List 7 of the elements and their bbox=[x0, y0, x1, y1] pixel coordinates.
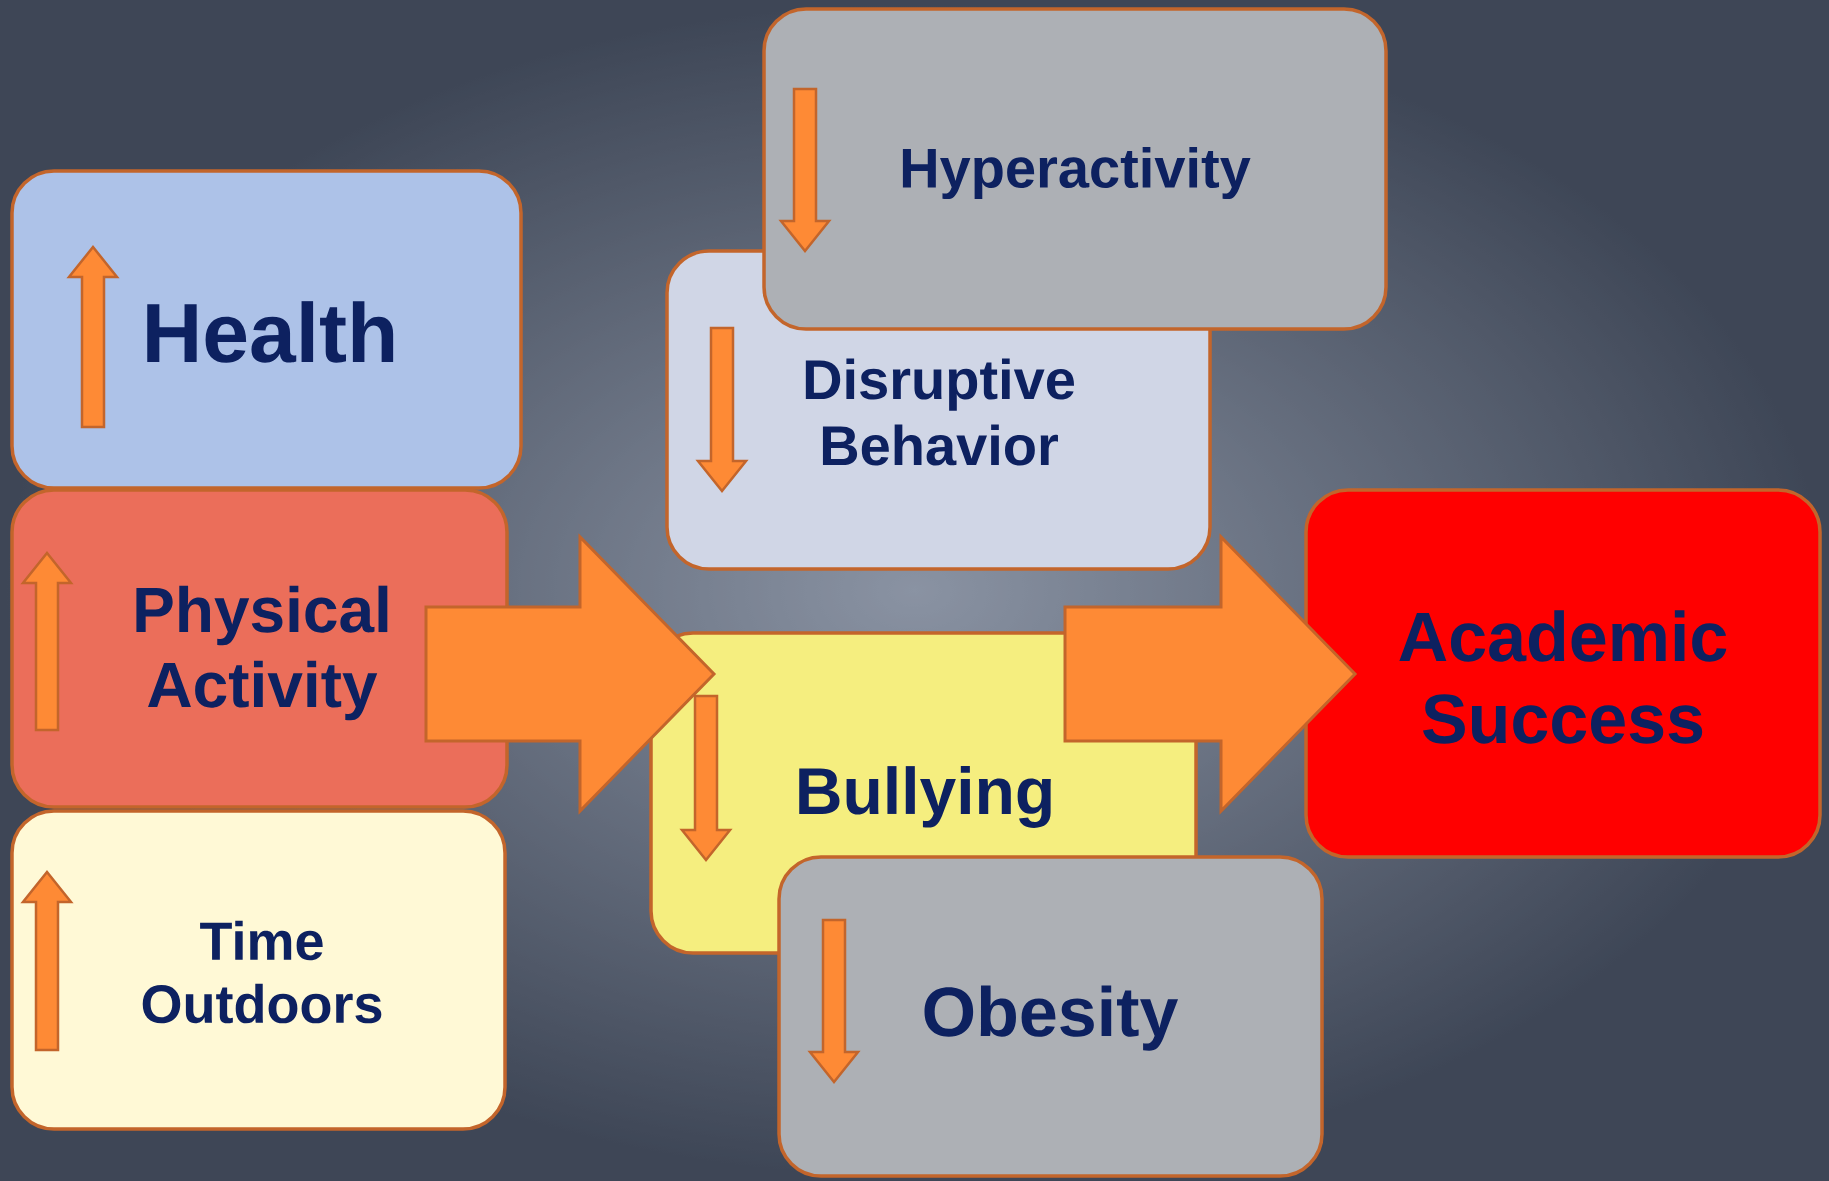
box: Time Outdoors bbox=[10, 809, 507, 1131]
block-arrow bbox=[424, 533, 717, 815]
box: Hyperactivity bbox=[762, 7, 1388, 331]
block-arrow bbox=[1063, 533, 1358, 815]
box: Obesity bbox=[777, 855, 1324, 1178]
box: Academic Success bbox=[1304, 488, 1822, 859]
box: Health bbox=[10, 169, 523, 490]
